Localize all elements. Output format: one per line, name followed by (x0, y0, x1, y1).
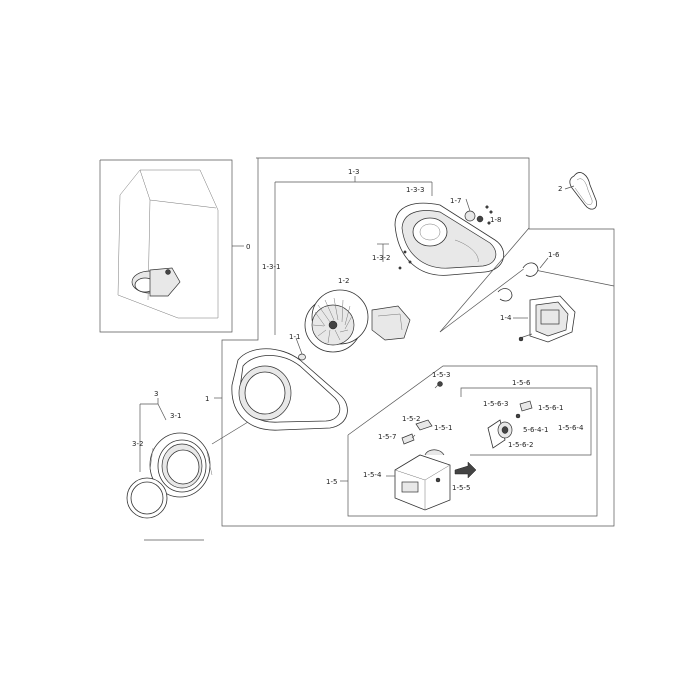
label-1-5-6: 1-5-6 (512, 379, 531, 387)
label-3-1: 3-1 (170, 412, 181, 420)
label-1-5-6-1: 1-5-6-1 (538, 404, 563, 412)
fan-housing-panel-part (231, 348, 348, 431)
label-1: 1 (205, 395, 209, 403)
label-1-4: 1-4 (500, 314, 512, 322)
label-1-5: 1-5 (326, 478, 337, 486)
label-0: 0 (246, 243, 250, 251)
mount-bracket-part (386, 449, 451, 511)
drive-motor-part (513, 295, 576, 343)
sensor-small-parts (401, 381, 533, 449)
fan-housing-group-bracket (274, 176, 433, 335)
label-3: 3 (154, 390, 158, 398)
direction-arrow-icon (454, 461, 477, 479)
part-labels: 0 1 1-1 1-2 1-3 1-3-1 1-3-2 1-3-3 1-4 1-… (132, 168, 584, 492)
label-1-3-1: 1-3-1 (262, 263, 280, 271)
duct-housing-part (394, 202, 505, 276)
motor-clip-parts (497, 257, 549, 302)
label-3-2: 3-2 (132, 440, 143, 448)
label-1-5-6-2: 1-5-6-2 (508, 441, 533, 449)
label-5-6-4-1: 5-6-4-1 (523, 426, 548, 434)
label-1-3-3: 1-3-3 (406, 186, 424, 194)
label-1-5-1: 1-5-1 (434, 424, 452, 432)
main-assembly-outline (214, 157, 615, 527)
label-1-5-7: 1-5-7 (378, 433, 396, 441)
label-1-2: 1-2 (338, 277, 349, 285)
label-1-1: 1-1 (289, 333, 300, 341)
label-1-5-4: 1-5-4 (363, 471, 382, 479)
label-1-5-3: 1-5-3 (432, 371, 450, 379)
label-1-5-2: 1-5-2 (402, 415, 420, 423)
label-1-8: 1-8 (490, 216, 501, 224)
label-1-3-2: 1-3-2 (372, 254, 390, 262)
label-1-5-6-4: 1-5-6-4 (558, 424, 584, 432)
fan-nut-part (295, 337, 306, 361)
upper-screws (398, 198, 493, 270)
fan-bracket-part (371, 305, 411, 341)
seal-gasket-part (126, 477, 168, 519)
blower-fan-part (304, 289, 369, 353)
front-bulkhead-ring-part (149, 432, 213, 498)
sensor-bracket-group-outline (340, 365, 598, 517)
label-1-6: 1-6 (548, 251, 560, 259)
label-1-3: 1-3 (348, 168, 359, 176)
label-2: 2 (558, 185, 562, 193)
label-1-5-5: 1-5-5 (452, 484, 470, 492)
assembly-overview-inset (99, 159, 244, 333)
label-1-5-6-3: 1-5-6-3 (483, 400, 508, 408)
drive-belt-part (564, 172, 597, 210)
seal-group-bracket (139, 398, 167, 472)
label-1-7: 1-7 (450, 197, 461, 205)
